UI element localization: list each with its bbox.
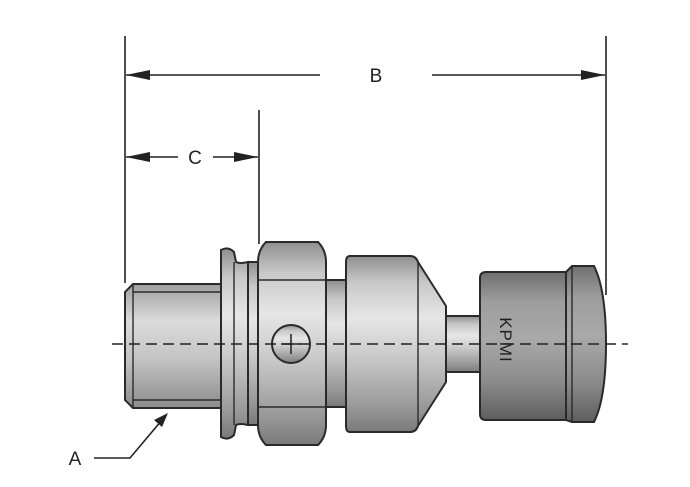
callout-a-leader — [94, 413, 168, 459]
retention-knob — [479, 265, 608, 423]
dimension-b-label: B — [370, 66, 383, 87]
dimension-c-label: C — [188, 148, 202, 169]
callout-a-label: A — [69, 449, 82, 470]
brand-marking: KPMI — [496, 317, 515, 363]
dimension-c — [126, 152, 258, 162]
dimension-b — [126, 70, 605, 80]
threaded-shank — [124, 283, 222, 409]
